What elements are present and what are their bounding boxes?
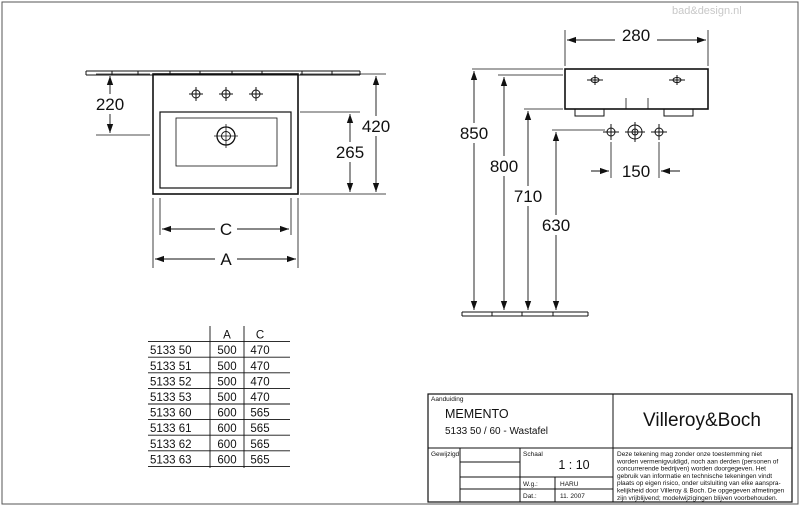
product-description: 5133 50 / 60 - Wastafel <box>445 426 548 437</box>
dim-bowl-height: 265 <box>336 143 364 162</box>
disclaimer-line: kelijkheid door Villeroy & Boch. De opge… <box>617 488 785 495</box>
table-cell: 5133 51 <box>150 361 192 373</box>
dim-depth: 280 <box>622 26 650 45</box>
dim-outer-width: A <box>220 250 232 269</box>
table-cell: 565 <box>250 423 269 435</box>
disclaimer-line: concurrerende bedrijven) worden doorgege… <box>617 466 766 473</box>
table-cell: 500 <box>217 392 236 404</box>
aanduiding-label: Aanduiding <box>431 396 464 403</box>
wg-value: HARU <box>560 481 579 488</box>
disclaimer-text: Deze tekening mag zonder onze toestemmin… <box>616 451 785 502</box>
dim-total-height: 420 <box>362 117 390 136</box>
disclaimer-line: Deze tekening mag zonder onze toestemmin… <box>617 451 762 458</box>
basin-bowl-front <box>159 111 292 189</box>
dat-label: Dat.: <box>523 493 537 500</box>
basin-outline-front <box>152 73 299 195</box>
tap-hole-icons <box>189 87 263 101</box>
dim-150: 150 <box>622 162 650 181</box>
gewijzigd-label: Gewijzigd: <box>431 451 461 458</box>
table-cell: 5133 62 <box>150 439 192 451</box>
dim-inner-width: C <box>220 220 232 239</box>
schaal-value: 1 : 10 <box>558 458 589 472</box>
table-cell: 470 <box>250 345 269 357</box>
side-view <box>461 30 709 317</box>
dim-630: 630 <box>542 216 570 235</box>
disclaimer-line: gebruik van informatie en technische tek… <box>617 473 772 480</box>
table-cell: 5133 60 <box>150 408 192 420</box>
table-header-cell: A <box>223 330 231 342</box>
table-cell: 5133 63 <box>150 454 192 466</box>
table-cell: 600 <box>217 454 236 466</box>
table-cell: 5133 50 <box>150 345 192 357</box>
extension-lines-front <box>96 73 386 268</box>
table-cell: 470 <box>250 376 269 388</box>
wg-label: W.g.: <box>523 481 538 488</box>
disclaimer-line: worden vermenigvuldigd, noch aan derden … <box>616 458 778 465</box>
table-cell: 500 <box>217 345 236 357</box>
table-cell: 600 <box>217 423 236 435</box>
basin-bowl-inner <box>175 117 278 167</box>
schaal-label: Schaal <box>523 451 543 458</box>
fixing-holes-icons <box>603 122 667 142</box>
disclaimer-line: zijn vrijblijvend; modelwijzigingen blij… <box>617 495 778 502</box>
table-cell: 565 <box>250 454 269 466</box>
dim-710: 710 <box>514 187 542 206</box>
table-cell: 470 <box>250 392 269 404</box>
disclaimer-line: plaats op eigen risico, onder uitsluitin… <box>617 480 781 487</box>
drain-icon <box>214 124 238 148</box>
table-cell: 470 <box>250 361 269 373</box>
extension-lines-side <box>472 30 709 178</box>
table-cell: 500 <box>217 361 236 373</box>
dim-800: 800 <box>490 157 518 176</box>
variant-table: A C 5133 50 500 470 5133 51 500 470 5133 52 500 47… <box>148 326 290 468</box>
product-name: MEMENTO <box>445 407 509 421</box>
dim-tap-height: 220 <box>96 95 124 114</box>
table-cell: 600 <box>217 408 236 420</box>
title-block <box>427 393 793 503</box>
side-hole-icons <box>587 75 685 85</box>
dimension-lines-front <box>106 76 380 263</box>
front-view <box>85 70 386 268</box>
table-header-cell: C <box>256 330 264 342</box>
floor-strip-side <box>461 311 589 317</box>
table-cell: 5133 52 <box>150 376 192 388</box>
basin-outline-side <box>564 68 709 110</box>
table-cell: 5133 53 <box>150 392 192 404</box>
table-cell: 565 <box>250 439 269 451</box>
table-cell: 500 <box>217 376 236 388</box>
table-cell: 565 <box>250 408 269 420</box>
dim-850: 850 <box>460 124 488 143</box>
brand-logo-text: Villeroy&Boch <box>643 410 761 431</box>
watermark-text: bad&design.nl <box>672 5 742 17</box>
dat-value: 11. 2007 <box>560 493 585 500</box>
table-cell: 5133 61 <box>150 423 192 435</box>
table-cell: 600 <box>217 439 236 451</box>
